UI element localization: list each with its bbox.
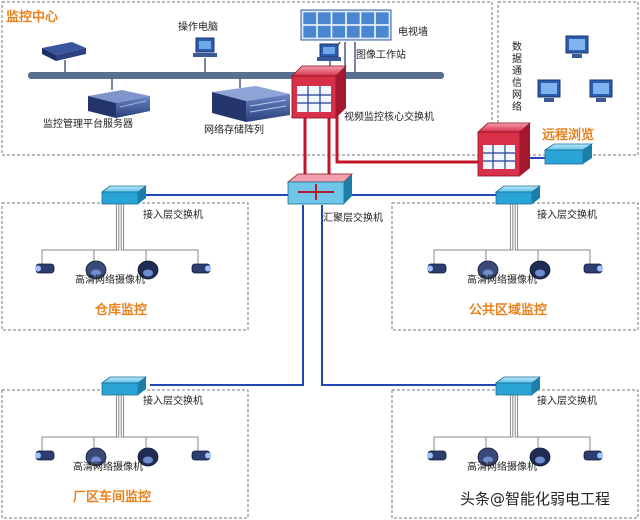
access-switch-label-warehouse: 接入层交换机 — [143, 210, 203, 221]
remote-browse-title: 远程浏览 — [542, 128, 595, 143]
camera-lens — [35, 452, 41, 459]
camera-lens — [91, 456, 101, 464]
video-wall-label: 电视墙 — [398, 27, 428, 38]
operator-pc-icon — [193, 37, 217, 57]
monitoring-center-title: 监控中心 — [6, 10, 59, 25]
factory-access-group — [35, 376, 211, 467]
video-wall-cell — [375, 11, 390, 25]
video-wall-cell — [317, 25, 332, 39]
camera-lens — [483, 269, 493, 277]
agg-switch-label: 汇聚层交换机 — [323, 213, 383, 224]
access-switch-label-public: 接入层交换机 — [537, 210, 597, 221]
backbone-bus — [28, 72, 444, 79]
camera-lens — [483, 456, 493, 464]
video-wall-cell — [331, 11, 346, 25]
video-wall-cell — [317, 11, 332, 25]
camera-lens — [535, 456, 545, 464]
camera-cable — [93, 200, 120, 264]
data-network-label: 数据通信网络 — [512, 42, 522, 113]
access-switch-side — [532, 377, 540, 395]
camera-label-public: 高清网络摄像机 — [467, 275, 537, 286]
remote-monitor-2-icon — [537, 79, 561, 102]
core-switch-label: 视频监控核心交换机 — [344, 112, 434, 123]
camera-cable — [93, 391, 120, 451]
watermark: 头条@智能化弱电工程 — [460, 490, 611, 508]
camera-lens — [205, 265, 211, 272]
image-workstation-label: 图像工作站 — [356, 50, 406, 61]
video-wall-cell — [375, 25, 390, 39]
camera-lens — [205, 452, 211, 459]
operator-pc-label: 操作电脑 — [178, 22, 218, 33]
warehouse-title: 仓库监控 — [95, 303, 148, 318]
video-wall-cell — [360, 25, 375, 39]
camera-lens — [597, 452, 603, 459]
remote-monitor-3-icon — [589, 79, 613, 102]
camera-cable — [433, 391, 511, 451]
storage-array-icon — [212, 86, 290, 122]
remote-access-switch-icon — [543, 143, 594, 165]
access-switch-side — [138, 377, 146, 395]
camera-lens — [427, 452, 433, 459]
management-box-icon — [42, 42, 86, 61]
access-switch-front — [495, 382, 533, 396]
factory-workshop-title: 厂区车间监控 — [73, 490, 152, 505]
camera-cable — [123, 391, 199, 451]
camera-cable — [514, 200, 539, 264]
camera-lens — [143, 456, 153, 464]
public-area-title: 公共区域监控 — [469, 303, 548, 318]
public-area-access-group — [427, 185, 603, 280]
access-switch-front — [101, 191, 139, 205]
management-server-icon — [88, 90, 150, 118]
video-wall-cell — [360, 11, 375, 25]
camera-lens — [91, 269, 101, 277]
camera-cable — [41, 391, 117, 451]
camera-cable — [517, 200, 591, 264]
camera-lens — [597, 265, 603, 272]
video-wall-cell — [302, 25, 317, 39]
video-wall-cell — [302, 11, 317, 25]
camera-lens — [535, 269, 545, 277]
remote-switch-icon — [476, 122, 532, 177]
core-switch-icon — [291, 65, 347, 119]
access-switch-front — [101, 382, 139, 396]
access-switch-label-fourth: 接入层交换机 — [537, 396, 597, 407]
camera-lens — [143, 269, 153, 277]
video-wall-cell — [346, 25, 361, 39]
mgmt-server-label: 监控管理平台服务器 — [43, 119, 133, 130]
video-wall-cell — [346, 11, 361, 25]
camera-lens — [35, 265, 41, 272]
camera-cable — [123, 200, 199, 264]
camera-cable — [514, 391, 539, 451]
camera-lens — [427, 265, 433, 272]
image-workstation-icon — [317, 43, 341, 61]
access-switch-side — [138, 186, 146, 204]
camera-cable — [485, 200, 514, 264]
camera-cable — [433, 200, 511, 264]
access-switch-side — [532, 186, 540, 204]
camera-label-factory: 高清网络摄像机 — [73, 462, 143, 473]
aggregation-switch-icon — [286, 173, 353, 205]
video-wall-cell — [331, 25, 346, 39]
storage-array-label: 网络存储阵列 — [204, 125, 264, 136]
access-switch-label-factory: 接入层交换机 — [143, 396, 203, 407]
remote-monitor-1-icon — [565, 35, 589, 58]
access-switch-front — [495, 191, 533, 205]
camera-cable — [41, 200, 117, 264]
warehouse-access-group — [35, 185, 211, 280]
camera-cable — [485, 391, 514, 451]
camera-cable — [517, 391, 591, 451]
camera-label-fourth: 高清网络摄像机 — [467, 462, 537, 473]
camera-label-warehouse: 高清网络摄像机 — [75, 275, 145, 286]
monitoring-center-box — [1, 1, 493, 156]
fourth-area-access-group — [427, 376, 603, 467]
